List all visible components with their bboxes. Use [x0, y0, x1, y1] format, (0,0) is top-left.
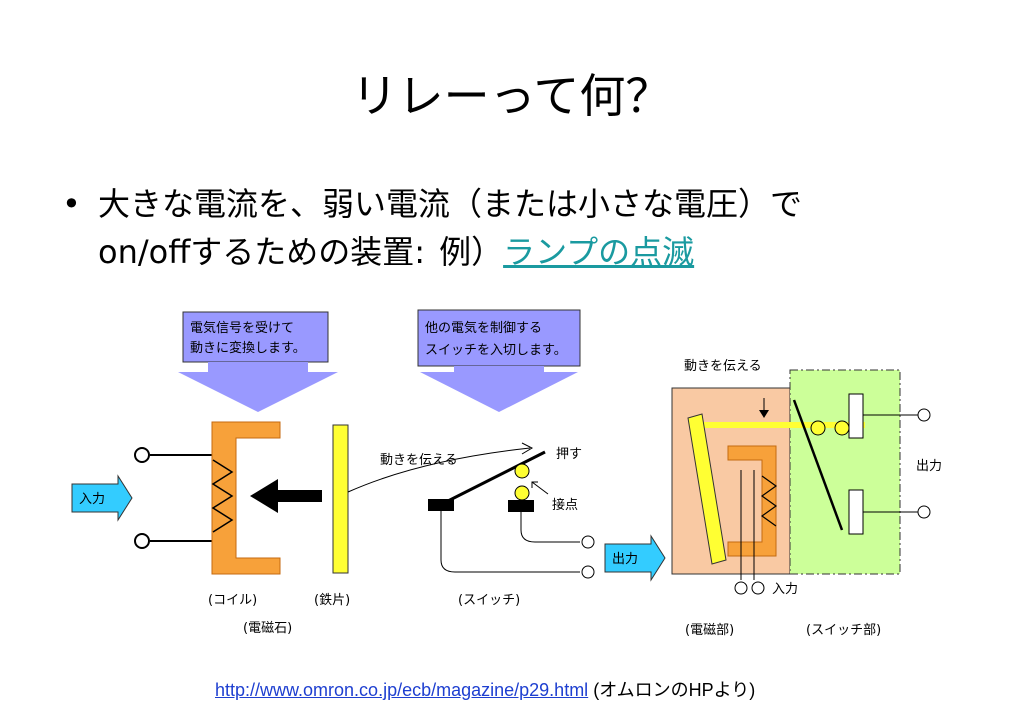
coil-caption: (コイル) — [208, 593, 257, 608]
bullet-text: 大きな電流を、弱い電流（または小さな電圧）で on/offするための装置: 例）ラ… — [98, 180, 958, 276]
input-tag: 入力 — [71, 474, 133, 522]
motion-curve — [347, 447, 531, 493]
input-tag-label: 入力 — [79, 492, 105, 507]
iron-caption: (鉄片) — [314, 593, 350, 608]
electromagnet-caption: (電磁石) — [243, 621, 292, 636]
bullet-marker: • — [62, 185, 81, 223]
attraction-arrow — [250, 479, 322, 513]
callout-right: 他の電気を制御する スイッチを入切します。 — [417, 309, 581, 412]
iron-piece — [332, 424, 349, 574]
right-transmit-label: 動きを伝える — [684, 359, 762, 374]
electromagnet-core — [211, 421, 281, 575]
contact-label: 接点 — [552, 497, 578, 513]
transmit-motion-label: 動きを伝える — [380, 453, 458, 468]
relay-assembly — [671, 369, 931, 595]
electromagnet-part-caption: (電磁部) — [685, 623, 734, 638]
example-prefix: 例） — [439, 233, 504, 271]
callout-left-line-2: 動きに変換します。 — [190, 340, 306, 356]
right-output-label: 出力 — [916, 459, 942, 474]
switch-part-caption: (スイッチ部) — [806, 623, 881, 638]
bullet-line-1: 大きな電流を、弱い電流（または小さな電圧）で — [98, 185, 803, 223]
source-url-link[interactable]: http://www.omron.co.jp/ecb/magazine/p29.… — [215, 680, 589, 700]
output-tag-label: 出力 — [612, 552, 638, 567]
push-label: 押す — [556, 447, 582, 462]
output-tag: 出力 — [604, 534, 666, 582]
lamp-blink-link[interactable]: ランプの点滅 — [503, 233, 695, 271]
switch-mechanism — [428, 450, 595, 579]
callout-left: 電気信号を受けて 動きに変換します。 — [178, 311, 338, 412]
slide-title: リレーって何？ — [351, 69, 672, 123]
right-input-label: 入力 — [772, 582, 798, 597]
source-note: (オムロンのHPより) — [593, 680, 756, 700]
switch-caption: (スイッチ) — [458, 593, 520, 608]
bullet-line-2-text: on/offするための装置: — [98, 233, 426, 271]
source-citation: http://www.omron.co.jp/ecb/magazine/p29.… — [215, 676, 755, 702]
callout-right-line-1: 他の電気を制御する — [425, 320, 542, 336]
callout-left-line-1: 電気信号を受けて — [190, 320, 294, 336]
bullet-line-2: on/offするための装置: 例）ランプの点滅 — [98, 228, 958, 276]
callout-right-line-2: スイッチを入切します。 — [425, 343, 567, 358]
